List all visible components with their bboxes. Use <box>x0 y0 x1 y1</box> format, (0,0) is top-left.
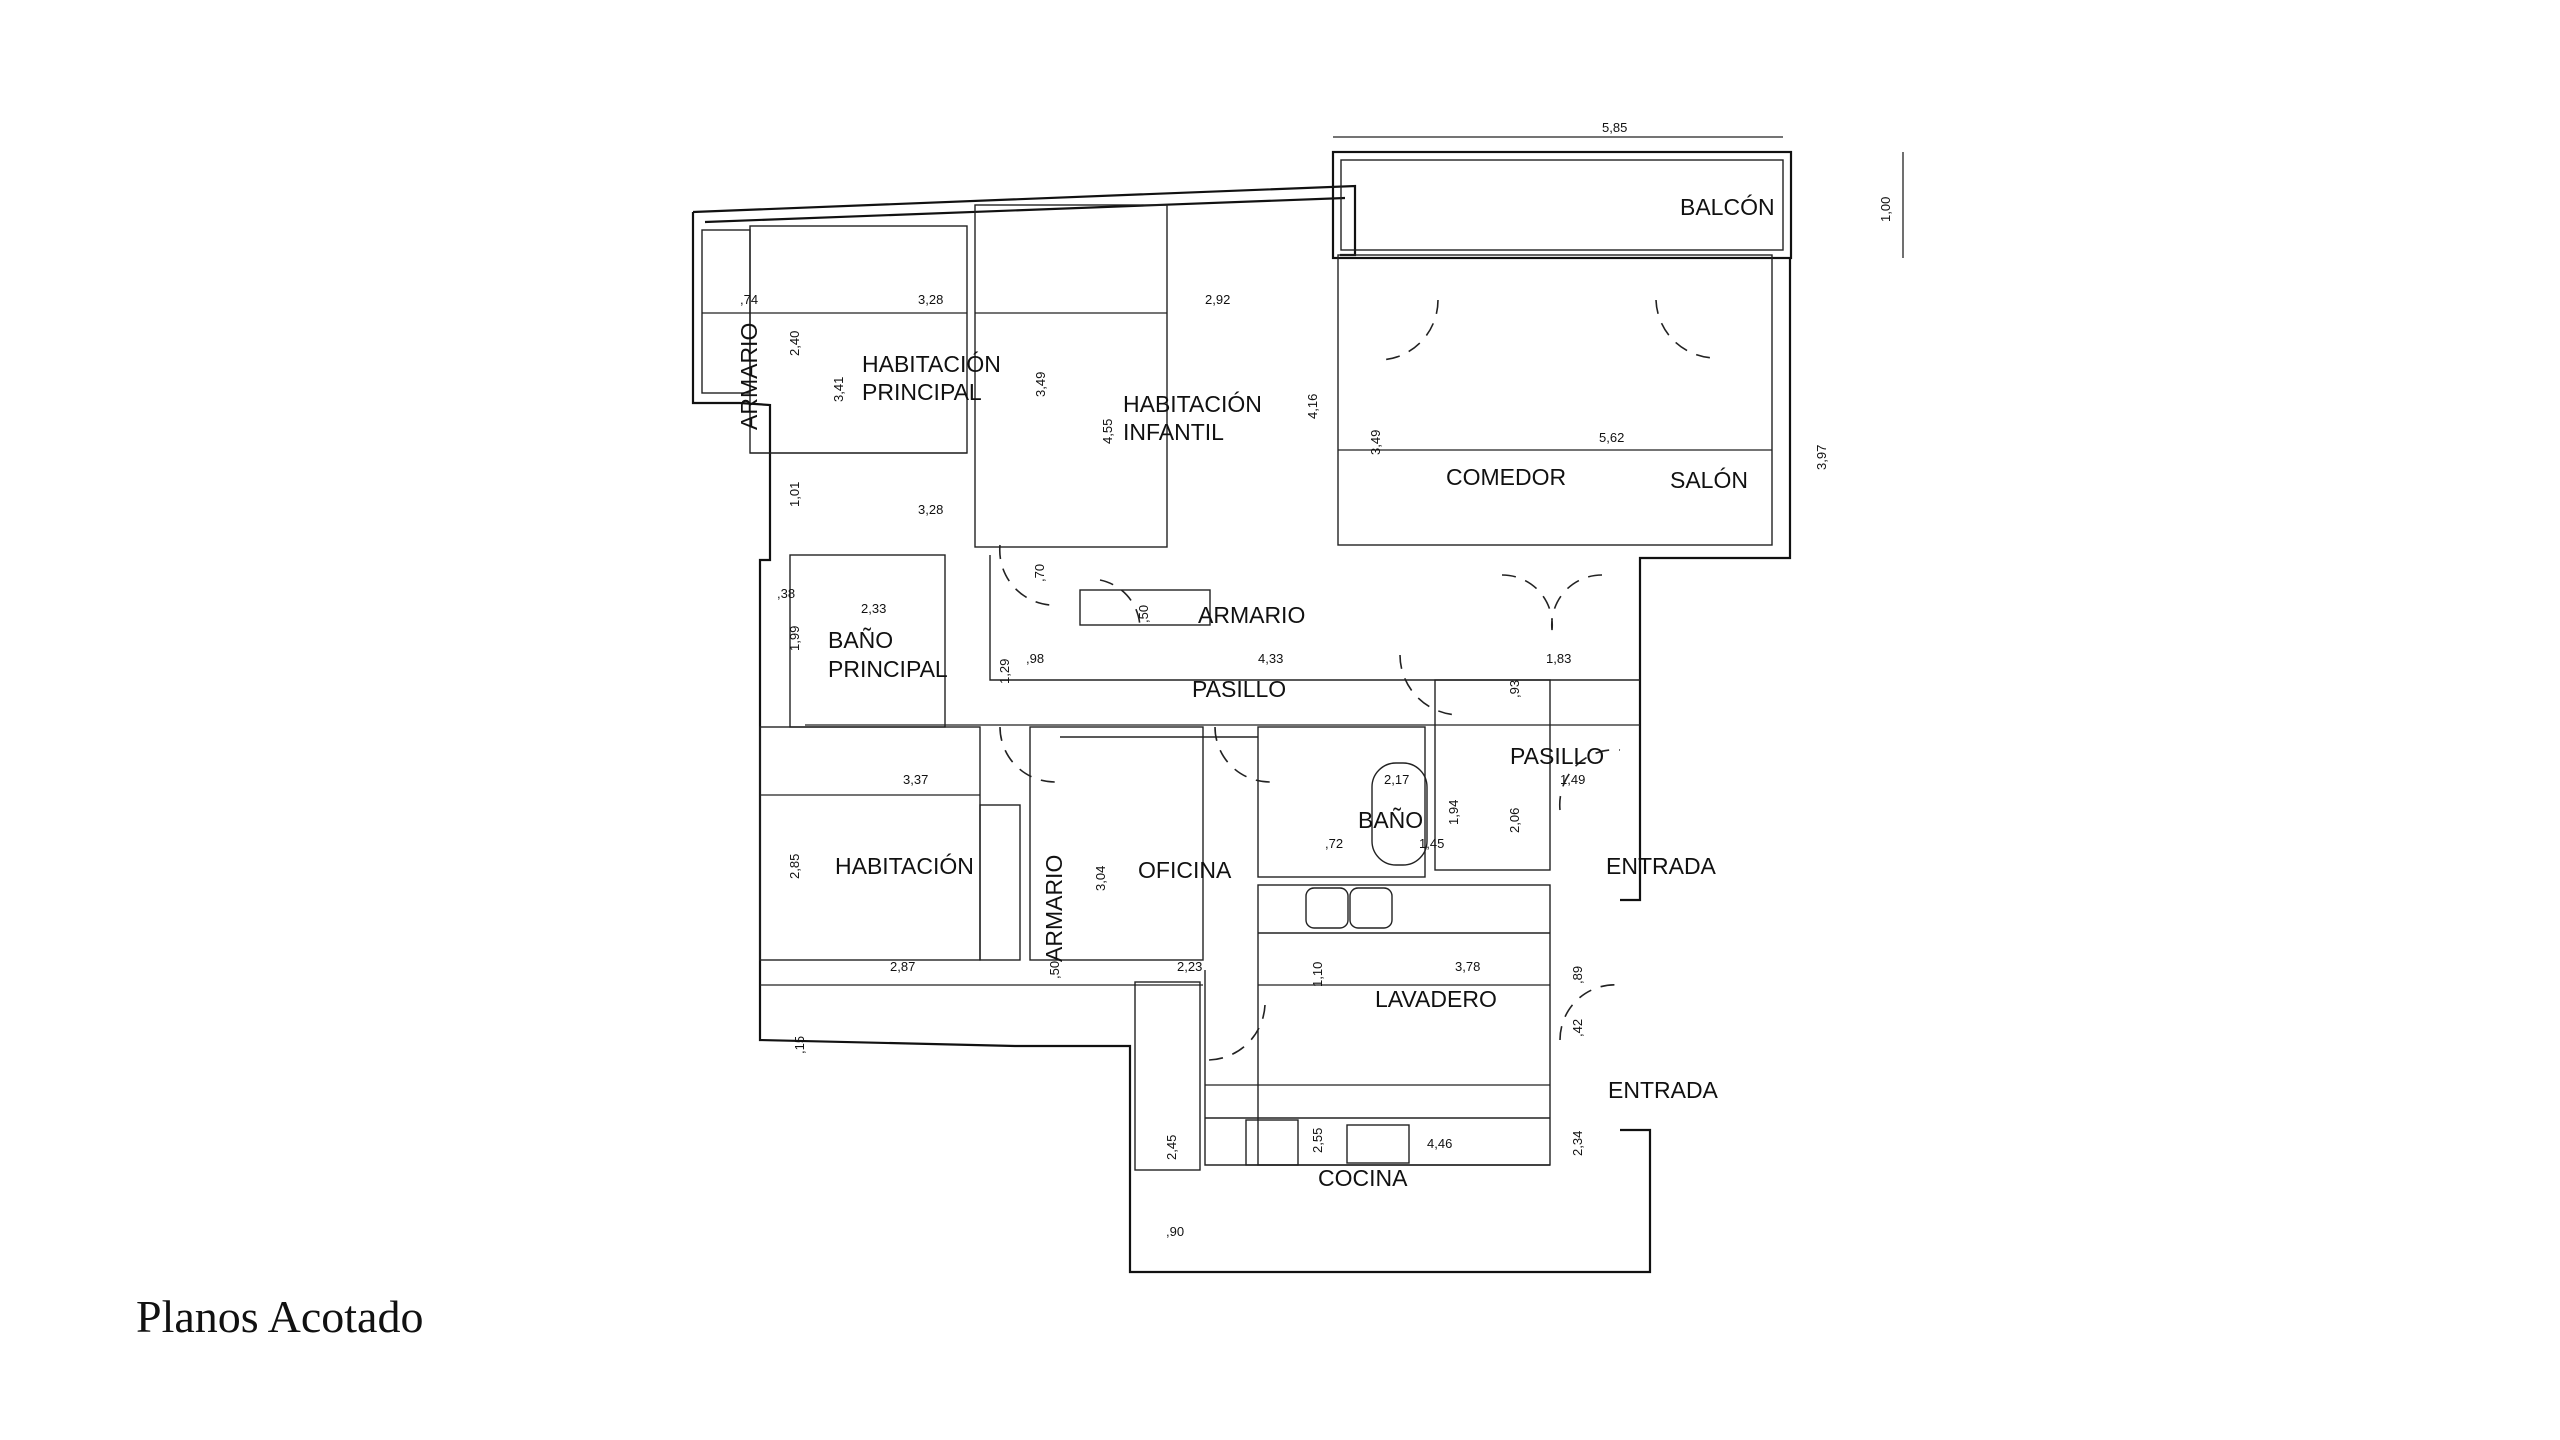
dim: ,70 <box>1032 564 1047 582</box>
dimension-labels: 5,85 1,00 ,74 3,28 2,92 2,40 3,41 3,49 4… <box>740 120 1893 1239</box>
dim: ,89 <box>1570 966 1585 984</box>
dim: 2,45 <box>1164 1135 1179 1160</box>
label-hab-infantil-2: INFANTIL <box>1123 419 1224 445</box>
dim: 1,00 <box>1878 197 1893 222</box>
label-armario-2: ARMARIO <box>1198 602 1305 628</box>
label-entrada-1: ENTRADA <box>1606 853 1717 879</box>
dim: 3,49 <box>1033 372 1048 397</box>
office <box>1029 726 1204 961</box>
label-lavadero: LAVADERO <box>1375 986 1497 1012</box>
dim: 3,78 <box>1455 959 1480 974</box>
dim: ,98 <box>1026 651 1044 666</box>
dim: 4,55 <box>1100 419 1115 444</box>
dim: 4,46 <box>1427 1136 1452 1151</box>
dim: 3,49 <box>1368 430 1383 455</box>
room-labels: BALCÓN ARMARIO HABITACIÓN PRINCIPAL HABI… <box>736 194 1775 1191</box>
label-armario-1: ARMARIO <box>736 323 762 430</box>
label-armario-3: ARMARIO <box>1041 855 1067 962</box>
label-habitacion: HABITACIÓN <box>835 853 974 879</box>
dim: 1,99 <box>787 626 802 651</box>
dim: ,50 <box>1136 605 1151 623</box>
label-hab-infantil-1: HABITACIÓN <box>1123 391 1262 417</box>
living-room <box>1337 254 1773 546</box>
dim: 1,49 <box>1560 772 1585 787</box>
dim: ,74 <box>740 292 758 307</box>
dim: 3,28 <box>918 292 943 307</box>
pantry <box>1134 981 1201 1171</box>
bathtub <box>1371 762 1428 866</box>
dim: 2,23 <box>1177 959 1202 974</box>
wardrobe-bedroom <box>979 804 1021 961</box>
label-bano-principal-2: PRINCIPAL <box>828 656 948 682</box>
dim: ,38 <box>777 586 795 601</box>
dim: 4,33 <box>1258 651 1283 666</box>
label-bano: BAÑO <box>1358 807 1423 833</box>
dim: ,93 <box>1507 680 1522 698</box>
label-hab-principal-2: PRINCIPAL <box>862 379 982 405</box>
dim: 2,17 <box>1384 772 1409 787</box>
child-bedroom <box>974 204 1168 548</box>
label-salon: SALÓN <box>1670 467 1748 493</box>
dim: 1,01 <box>787 482 802 507</box>
dim: 3,04 <box>1093 866 1108 891</box>
dim: 2,92 <box>1205 292 1230 307</box>
doors <box>998 299 1716 1061</box>
dim: 3,97 <box>1814 445 1829 470</box>
dim: 3,41 <box>831 377 846 402</box>
dim: 2,85 <box>787 854 802 879</box>
dim: 1,94 <box>1446 800 1461 825</box>
dim: 2,33 <box>861 601 886 616</box>
label-pasillo-1: PASILLO <box>1192 676 1286 702</box>
stove <box>1245 1119 1299 1166</box>
dim: 1,45 <box>1419 836 1444 851</box>
dim: 2,06 <box>1507 808 1522 833</box>
bedroom <box>759 726 981 961</box>
laundry-kitchen <box>1257 884 1551 1166</box>
hall-entry <box>1434 679 1551 871</box>
label-entrada-2: ENTRADA <box>1608 1077 1719 1103</box>
dim: ,15 <box>792 1036 807 1054</box>
label-pasillo-2: PASILLO <box>1510 743 1604 769</box>
walls <box>691 150 1793 1274</box>
dim: ,50 <box>1047 961 1062 979</box>
dim: 1,83 <box>1546 651 1571 666</box>
dim: 2,40 <box>787 331 802 356</box>
label-oficina: OFICINA <box>1138 857 1232 883</box>
washer-2 <box>1349 887 1393 929</box>
dim: 4,16 <box>1305 394 1320 419</box>
sink <box>1346 1124 1410 1164</box>
label-cocina: COCINA <box>1318 1165 1408 1191</box>
dim: 2,34 <box>1570 1131 1585 1156</box>
label-balcon: BALCÓN <box>1680 194 1775 220</box>
wardrobe-hall <box>1079 589 1211 626</box>
dim: ,72 <box>1325 836 1343 851</box>
label-hab-principal-1: HABITACIÓN <box>862 351 1001 377</box>
dim: 5,62 <box>1599 430 1624 445</box>
dim: ,42 <box>1570 1019 1585 1037</box>
dim: 3,37 <box>903 772 928 787</box>
dimension-lines <box>702 136 1904 1086</box>
bathroom <box>1257 726 1426 878</box>
dim: 5,85 <box>1602 120 1627 135</box>
label-bano-principal-1: BAÑO <box>828 627 893 653</box>
dim: 1,29 <box>997 659 1012 684</box>
label-comedor: COMEDOR <box>1446 464 1566 490</box>
dim: 2,55 <box>1310 1128 1325 1153</box>
dim: ,90 <box>1166 1224 1184 1239</box>
page-title: Planos Acotado <box>136 1291 424 1342</box>
dim: 3,28 <box>918 502 943 517</box>
dim: 2,87 <box>890 959 915 974</box>
master-bedroom <box>749 225 968 454</box>
washer-1 <box>1305 887 1349 929</box>
dim: 1,10 <box>1310 962 1325 987</box>
